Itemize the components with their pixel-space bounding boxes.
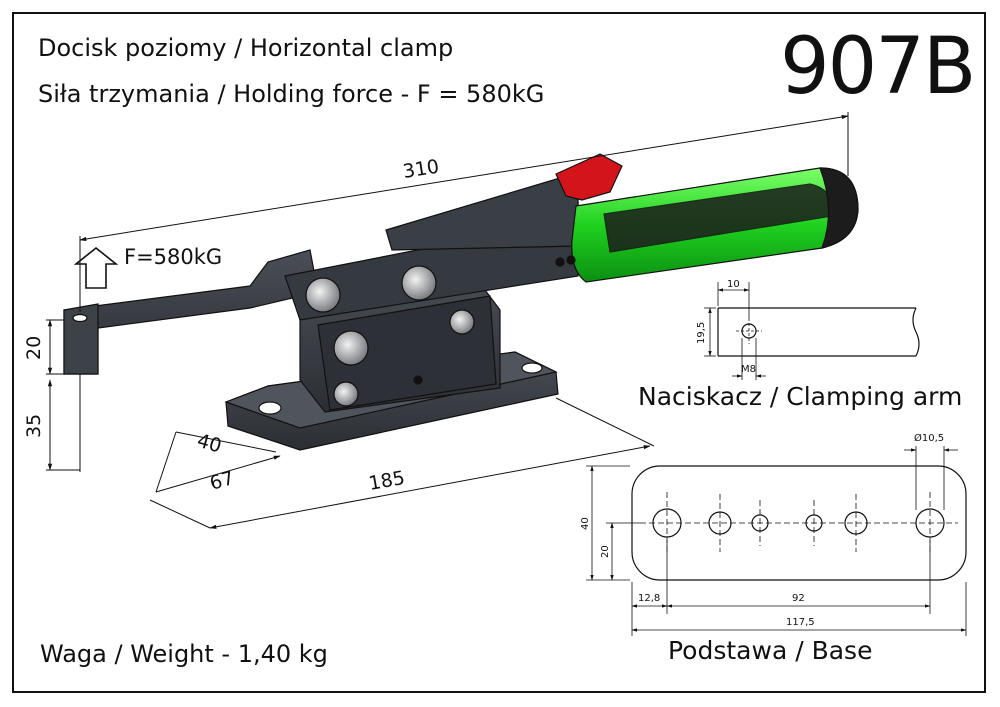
force-arrow-icon	[73, 246, 119, 289]
base-dim-edge-offset: 12,8	[638, 593, 660, 604]
base-label: Podstawa / Base	[668, 636, 873, 665]
latch-red	[555, 153, 623, 201]
arm-dim-width: 19,5	[696, 322, 707, 344]
dim-length: 310	[401, 156, 440, 183]
clamp-illustration	[63, 153, 859, 451]
base-dim-half-height: 20	[600, 545, 611, 558]
base-dim-total-length: 117,5	[786, 617, 815, 628]
dim-arm-height: 20	[23, 336, 45, 360]
weight-text: Waga / Weight - 1,40 kg	[40, 640, 328, 668]
arm-dim-thread: M8	[741, 364, 756, 375]
clamp-handle-bar	[385, 177, 581, 251]
dim-base-length: 185	[367, 467, 407, 495]
base-dim-hole-diameter: Ø10,5	[914, 432, 944, 444]
drawing-title: Docisk poziomy / Horizontal clamp	[38, 34, 454, 62]
force-label: F=580kG	[124, 245, 222, 269]
holding-force-text: Siła trzymania / Holding force - F = 580…	[38, 80, 545, 108]
clamping-arm-label: Naciskacz / Clamping arm	[638, 382, 963, 411]
arm-dim-hole-offset: 10	[727, 279, 740, 290]
base-dim-height: 40	[580, 517, 591, 530]
dim-base-depth-inner: 40	[195, 430, 224, 458]
base-detail	[586, 446, 967, 636]
model-number: 907B	[780, 22, 976, 112]
dim-base-height: 35	[23, 414, 45, 438]
clamping-arm-detail	[704, 282, 920, 380]
base-dim-hole-spacing: 92	[792, 593, 805, 604]
drawing-frame	[12, 12, 986, 693]
dim-base-depth-outer: 67	[207, 467, 236, 495]
